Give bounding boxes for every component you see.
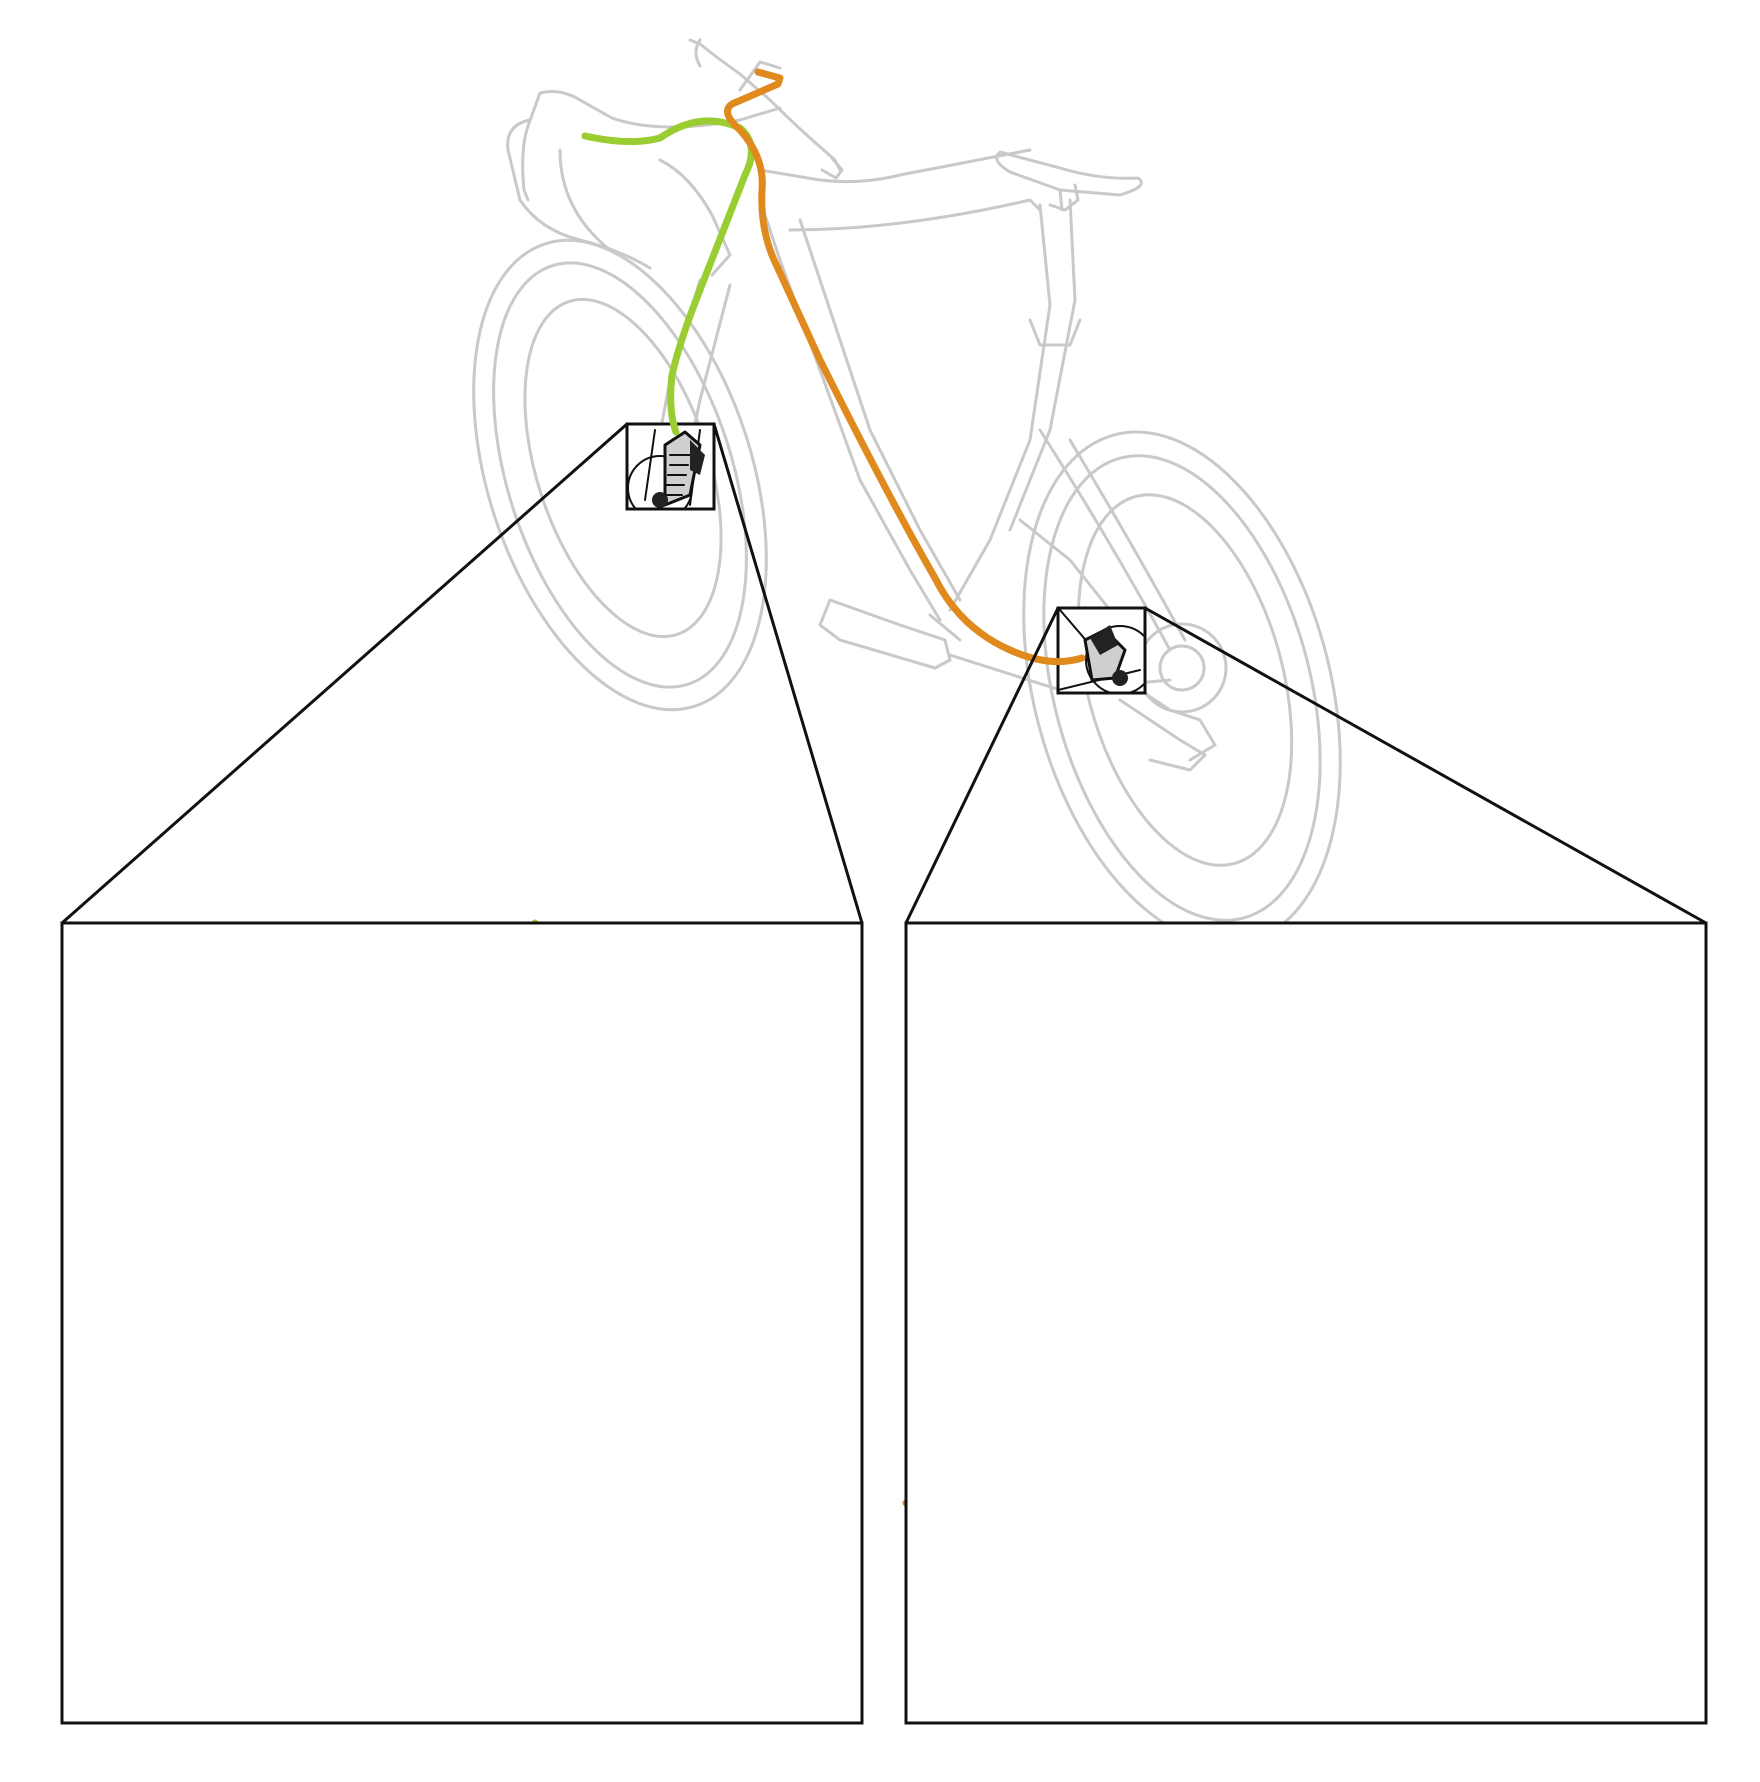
- rear-brake-detail-box: [1056, 606, 1147, 695]
- rear-wheel: [1022, 430, 1342, 946]
- rear-brake-hose: [724, 68, 1086, 666]
- callout-lines: [61, 422, 1707, 925]
- rear-brake-inset: [902, 921, 1708, 1725]
- front-brake-detail-box: [625, 422, 716, 511]
- handlebar: [506, 38, 844, 270]
- bicycle-outline: [472, 38, 1342, 946]
- front-wheel: [472, 238, 768, 712]
- frame: [758, 148, 1217, 772]
- front-brake-inset: [60, 919, 864, 1725]
